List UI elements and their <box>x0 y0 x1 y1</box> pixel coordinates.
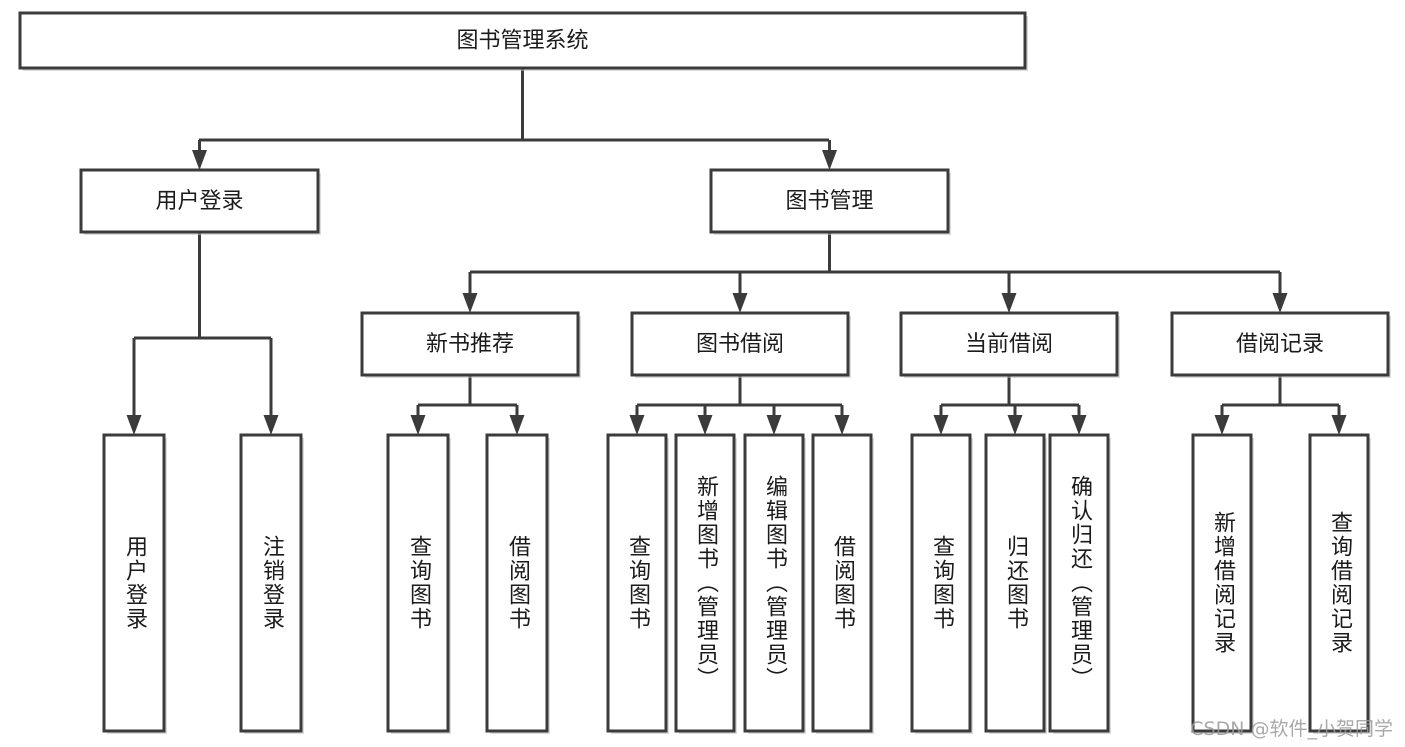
node-rect <box>674 433 736 733</box>
node-leaf-return-book[interactable] <box>984 433 1047 734</box>
arrowhead-leaf-query-book-3 <box>933 415 949 435</box>
node-current-borrow[interactable]: 当前借阅 <box>899 311 1120 378</box>
node-leaf-borrow-book-2[interactable] <box>811 433 874 734</box>
node-rect <box>910 433 972 733</box>
node-leaf-query-book-2[interactable] <box>606 433 669 734</box>
node-label: 新书推荐 <box>426 332 514 357</box>
node-rect <box>1191 433 1253 733</box>
node-rect <box>899 311 1119 377</box>
node-rect <box>360 311 580 377</box>
arrowhead-leaf-query-borrow-record <box>1331 415 1347 435</box>
node-rect <box>79 168 320 234</box>
node-label: 图书借阅 <box>696 332 784 357</box>
arrowhead-borrow-record <box>1272 293 1288 313</box>
arrowhead-leaf-user-login <box>126 415 142 435</box>
node-leaf-query-book-1[interactable] <box>386 433 451 734</box>
node-rect <box>984 433 1046 733</box>
node-leaf-query-borrow-record[interactable] <box>1308 433 1371 734</box>
node-rect <box>811 433 873 733</box>
arrowhead-leaf-confirm-return <box>1071 415 1087 435</box>
node-leaf-query-book-3[interactable] <box>910 433 973 734</box>
node-leaf-borrow-book-1[interactable] <box>485 433 550 734</box>
arrowhead-leaf-user-logout <box>263 415 279 435</box>
node-rect <box>1308 433 1370 733</box>
node-borrow-record[interactable]: 借阅记录 <box>1170 311 1391 378</box>
arrowhead-leaf-add-book-admin <box>697 415 713 435</box>
arrowhead-new-book-recommend <box>462 293 478 313</box>
arrowhead-leaf-add-borrow-record <box>1214 415 1230 435</box>
node-leaf-user-logout[interactable] <box>239 433 304 734</box>
node-rect <box>386 433 450 733</box>
arrowhead-leaf-borrow-book-2 <box>834 415 850 435</box>
arrowhead-book-manage <box>822 150 837 170</box>
arrowhead-leaf-query-book-2 <box>629 415 645 435</box>
node-rect <box>743 433 805 733</box>
node-book-borrow[interactable]: 图书借阅 <box>630 311 851 378</box>
arrowhead-current-borrow <box>1001 293 1017 313</box>
node-label: 当前借阅 <box>965 332 1053 357</box>
node-leaf-confirm-return[interactable] <box>1048 433 1111 734</box>
node-rect <box>1170 311 1390 377</box>
arrowhead-leaf-edit-book-admin <box>766 415 782 435</box>
node-rect <box>1048 433 1110 733</box>
arrowhead-user-login <box>192 150 207 170</box>
node-label: 用户登录 <box>155 189 243 214</box>
edge-layer <box>126 68 1347 435</box>
node-rect <box>239 433 303 733</box>
node-book-manage[interactable]: 图书管理 <box>709 168 951 235</box>
node-rect <box>485 433 549 733</box>
arrowhead-leaf-query-book-1 <box>410 415 426 435</box>
node-user-login[interactable]: 用户登录 <box>79 168 321 235</box>
node-leaf-user-login[interactable] <box>102 433 167 734</box>
arrowhead-leaf-return-book <box>1007 415 1023 435</box>
node-root[interactable]: 图书管理系统 <box>18 11 1028 71</box>
node-rect <box>606 433 668 733</box>
node-label: 借阅记录 <box>1236 332 1324 357</box>
node-rect <box>102 433 166 733</box>
arrowhead-book-borrow <box>732 293 748 313</box>
node-leaf-add-borrow-record[interactable] <box>1191 433 1254 734</box>
node-leaf-add-book-admin[interactable] <box>674 433 737 734</box>
arrowhead-leaf-borrow-book-1 <box>509 415 525 435</box>
node-rect <box>630 311 850 377</box>
node-new-book-recommend[interactable]: 新书推荐 <box>360 311 581 378</box>
node-leaf-edit-book-admin[interactable] <box>743 433 806 734</box>
node-label: 图书管理系统 <box>456 29 588 54</box>
node-rect <box>709 168 950 234</box>
node-rect <box>18 11 1027 70</box>
node-label: 图书管理 <box>785 189 873 214</box>
